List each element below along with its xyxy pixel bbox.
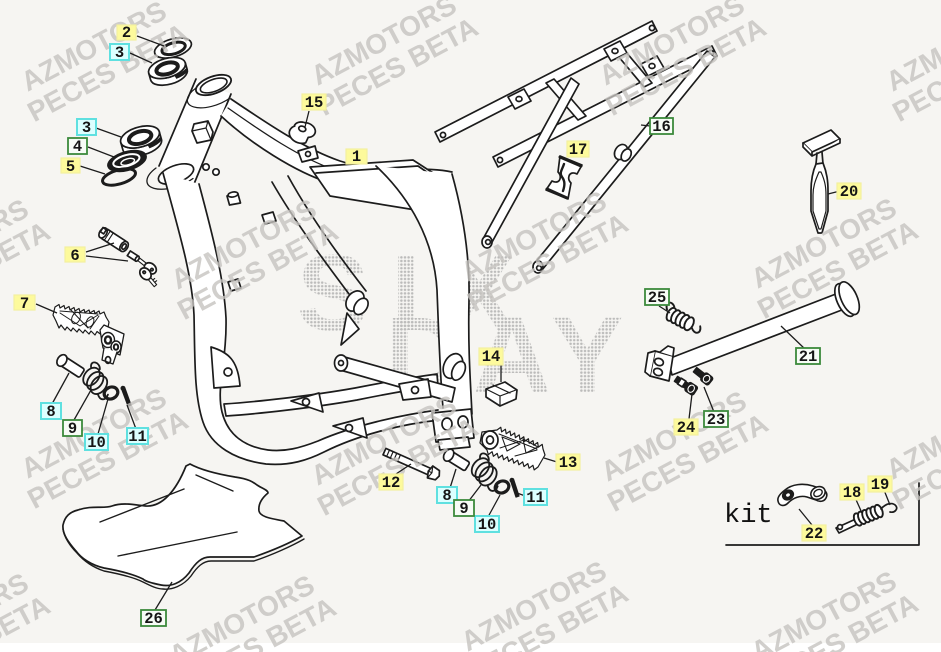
svg-text:2: 2 bbox=[122, 24, 131, 42]
svg-text:24: 24 bbox=[677, 419, 696, 437]
svg-text:18: 18 bbox=[843, 484, 862, 502]
svg-text:9: 9 bbox=[68, 420, 77, 438]
svg-text:25: 25 bbox=[648, 289, 667, 307]
svg-text:23: 23 bbox=[707, 411, 726, 429]
svg-text:8: 8 bbox=[442, 487, 451, 505]
svg-text:5: 5 bbox=[66, 158, 75, 176]
svg-text:11: 11 bbox=[526, 489, 545, 507]
svg-text:21: 21 bbox=[799, 348, 818, 366]
svg-text:9: 9 bbox=[459, 500, 468, 518]
svg-text:10: 10 bbox=[478, 516, 497, 534]
svg-text:19: 19 bbox=[871, 476, 890, 494]
svg-text:kit: kit bbox=[724, 501, 773, 531]
svg-text:11: 11 bbox=[128, 428, 147, 446]
svg-text:13: 13 bbox=[559, 454, 578, 472]
svg-text:10: 10 bbox=[87, 434, 106, 452]
svg-text:26: 26 bbox=[144, 610, 163, 628]
svg-text:3: 3 bbox=[82, 119, 91, 137]
svg-text:1: 1 bbox=[352, 148, 361, 166]
svg-text:7: 7 bbox=[20, 295, 29, 313]
svg-text:20: 20 bbox=[840, 183, 859, 201]
svg-text:16: 16 bbox=[652, 118, 671, 136]
svg-text:8: 8 bbox=[46, 403, 55, 421]
svg-text:12: 12 bbox=[382, 474, 401, 492]
svg-text:3: 3 bbox=[115, 44, 124, 62]
svg-text:15: 15 bbox=[305, 94, 324, 112]
svg-text:17: 17 bbox=[569, 141, 588, 159]
svg-text:4: 4 bbox=[73, 138, 82, 156]
svg-text:6: 6 bbox=[70, 247, 79, 265]
svg-text:22: 22 bbox=[805, 525, 824, 543]
svg-text:14: 14 bbox=[482, 348, 501, 366]
